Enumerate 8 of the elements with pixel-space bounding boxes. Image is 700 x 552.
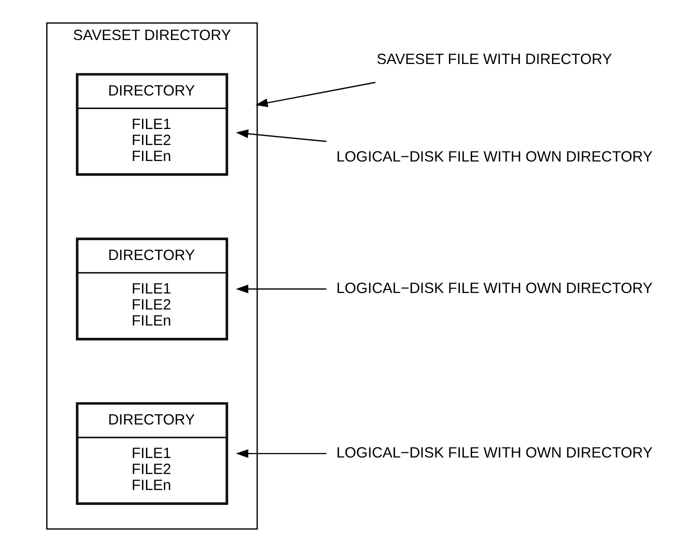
node-text: LOGICAL−DISK FILE WITH OWN DIRECTORY [336, 280, 653, 297]
node-text: SAVESET FILE WITH DIRECTORY [376, 52, 612, 68]
arrow [236, 284, 326, 294]
node-text: LOGICAL−DISK FILE WITH OWN DIRECTORY [336, 445, 653, 462]
arrow [236, 129, 326, 142]
arrow [236, 449, 326, 458]
node-text: LOGICAL−DISK FILE WITH OWN DIRECTORY [336, 150, 653, 166]
arrow [255, 82, 376, 108]
